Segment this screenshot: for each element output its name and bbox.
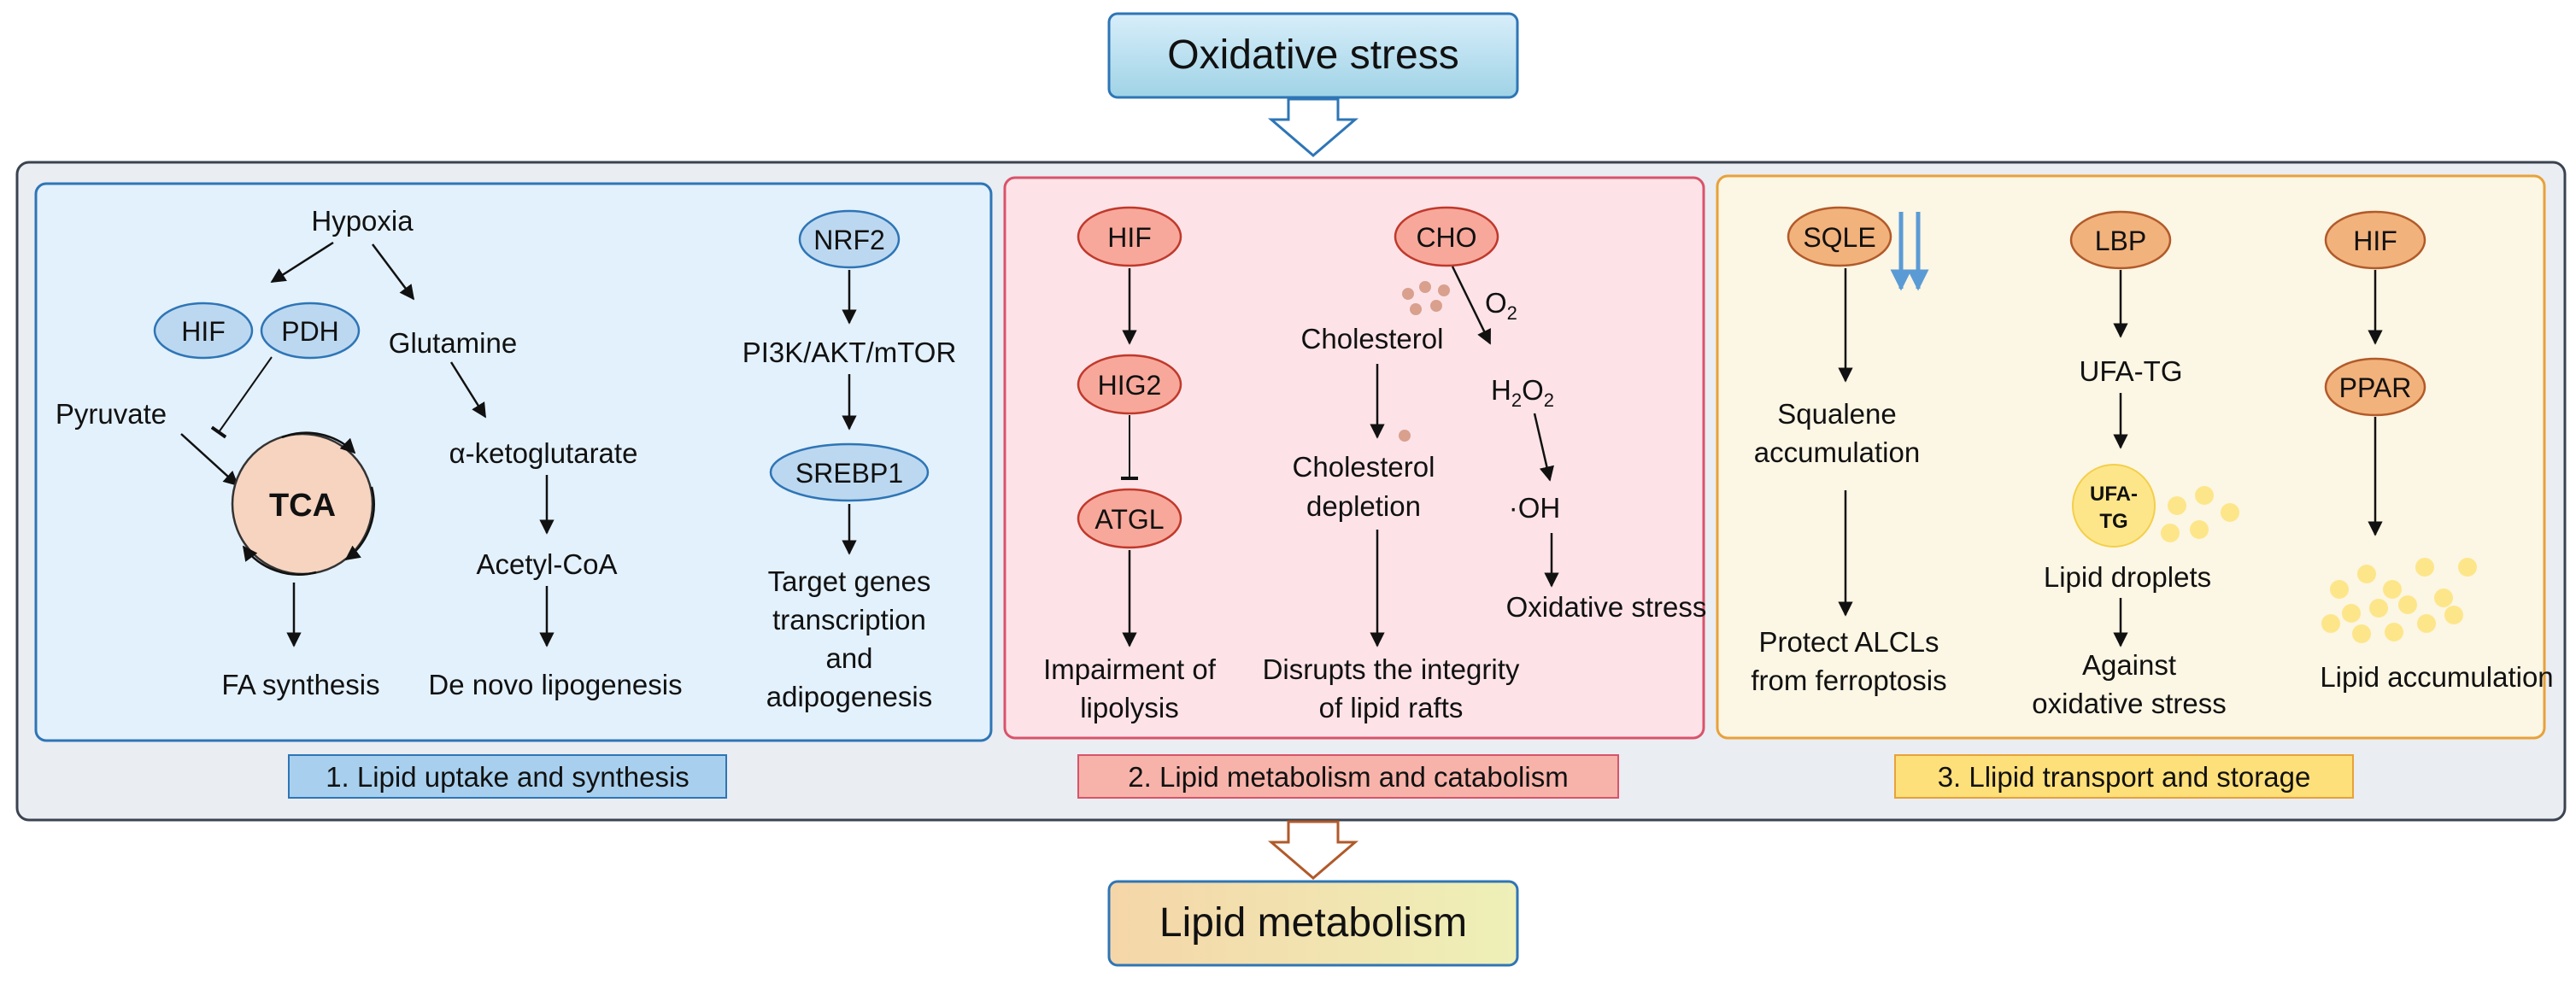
p1-nrf2-node	[798, 209, 901, 269]
arrow-hypoxia-hif	[270, 241, 334, 284]
tca-cycle-arc-1	[281, 431, 356, 454]
p3-against-line-1: Against	[2082, 649, 2176, 681]
p1-target-line-3: and	[825, 642, 872, 674]
p2-disrupts-line-2: of lipid rafts	[1319, 692, 1464, 723]
p2-atgl-node	[1077, 488, 1182, 549]
p2-h2o2: H2O2	[1491, 374, 1554, 411]
arrow-h2o2-oh	[1533, 413, 1554, 482]
p2-impair-line-2: lipolysis	[1080, 692, 1179, 723]
caption-2: 2. Lipid metabolism and catabolism	[1128, 761, 1568, 793]
p1-hif-node	[153, 302, 254, 360]
lipid-accumulation-dots	[2321, 558, 2477, 643]
p3-lipid-droplets: Lipid droplets	[2044, 561, 2211, 593]
p1-target-line-2: transcription	[772, 604, 926, 636]
p1-pdh-node	[260, 302, 361, 360]
p2-hif-label: HIF	[1107, 222, 1152, 253]
p3-squalene-line-1: Squalene	[1777, 398, 1896, 430]
p2-cho-node	[1394, 206, 1499, 267]
p3-lbp-label: LBP	[2095, 226, 2146, 256]
caption-1-box	[288, 754, 727, 799]
p1-target-line-1: Target genes	[768, 565, 931, 597]
p2-atgl-label: ATGL	[1094, 504, 1164, 535]
down-arrow-bottom	[1267, 820, 1359, 880]
caption-3-box	[1894, 754, 2354, 799]
p1-pi3k: PI3K/AKT/mTOR	[742, 337, 957, 368]
p3-lipid-accumulation: Lipid accumulation	[2320, 661, 2553, 693]
p3-ufatg-droplet	[2072, 464, 2156, 548]
p1-acetyl-coa: Acetyl-CoA	[476, 548, 617, 580]
p2-cho-label: CHO	[1416, 222, 1476, 253]
header-title: Oxidative stress	[1167, 32, 1458, 78]
p3-hif-label: HIF	[2353, 226, 2397, 256]
p1-hif-label: HIF	[181, 316, 226, 347]
p3-against-line-2: oxidative stress	[2032, 688, 2226, 719]
footer-box	[1107, 880, 1519, 967]
arrow-cho-h2o2	[1451, 266, 1492, 345]
p3-lbp-node	[2069, 210, 2172, 270]
p1-glutamine: Glutamine	[389, 327, 517, 359]
p2-oh: ·OH	[1509, 492, 1561, 524]
p2-hig2-node	[1077, 354, 1182, 415]
p3-sqle-label: SQLE	[1803, 222, 1875, 253]
p1-pdh-label: PDH	[281, 316, 339, 347]
p1-srebp1-node	[769, 442, 930, 502]
p3-hif-node	[2324, 210, 2426, 270]
p1-srebp1-label: SREBP1	[795, 458, 903, 489]
p2-disrupts-line-1: Disrupts the integrity	[1263, 653, 1520, 685]
p1-akg: α-ketoglutarate	[449, 437, 638, 469]
caption-1: 1. Lipid uptake and synthesis	[326, 761, 689, 793]
p1-tca-label: TCA	[269, 488, 336, 524]
p2-cholesterol: Cholesterol	[1301, 323, 1444, 354]
caption-3: 3. Llipid transport and storage	[1938, 761, 2311, 793]
p2-oxidative-stress: Oxidative stress	[1506, 591, 1707, 623]
p1-hypoxia: Hypoxia	[311, 205, 414, 237]
p3-squalene-line-2: accumulation	[1754, 436, 1920, 468]
cholesterol-dots	[1402, 281, 1450, 315]
lipid-droplet-dots	[2161, 486, 2239, 542]
down-arrow-top	[1267, 97, 1359, 157]
cholesterol-dot-single	[1399, 430, 1411, 442]
tca-cycle-arc-3	[242, 545, 317, 576]
panel-2	[1003, 176, 1705, 740]
p2-depletion-line-1: Cholesterol	[1293, 451, 1435, 483]
arrow-pyruvate-tca	[180, 433, 239, 487]
p2-hif-node	[1077, 206, 1182, 267]
p3-ufatg-circle-1: UFA-	[2090, 483, 2138, 506]
p3-ufatg-circle-2: TG	[2099, 510, 2127, 533]
p1-target-line-4: adipogenesis	[766, 681, 933, 712]
p1-de-novo: De novo lipogenesis	[428, 669, 682, 700]
p3-ufa-tg: UFA-TG	[2080, 355, 2183, 387]
arrow-glutamine-akg	[449, 361, 487, 419]
p1-nrf2-label: NRF2	[813, 225, 885, 255]
arrow-hypoxia-glutamine	[372, 243, 415, 301]
p1-pyruvate: Pyruvate	[56, 398, 167, 430]
caption-2-box	[1077, 754, 1619, 799]
p3-protect-line-2: from ferroptosis	[1751, 665, 1946, 696]
p3-ppar-node	[2324, 357, 2426, 417]
p2-impair-line-1: Impairment of	[1043, 653, 1217, 685]
p2-depletion-line-2: depletion	[1306, 490, 1421, 522]
p3-ppar-label: PPAR	[2339, 372, 2412, 403]
p2-hig2-label: HIG2	[1098, 370, 1162, 401]
inhibit-pdh-tca	[210, 356, 273, 439]
p1-fa-synthesis: FA synthesis	[221, 669, 379, 700]
header-box	[1107, 12, 1519, 99]
tca-cycle-arc-2	[344, 486, 375, 561]
p3-sqle-node	[1787, 206, 1892, 267]
p3-protect-line-1: Protect ALCLs	[1759, 626, 1939, 658]
p2-o2: O2	[1485, 287, 1517, 324]
footer-title: Lipid metabolism	[1159, 900, 1467, 946]
